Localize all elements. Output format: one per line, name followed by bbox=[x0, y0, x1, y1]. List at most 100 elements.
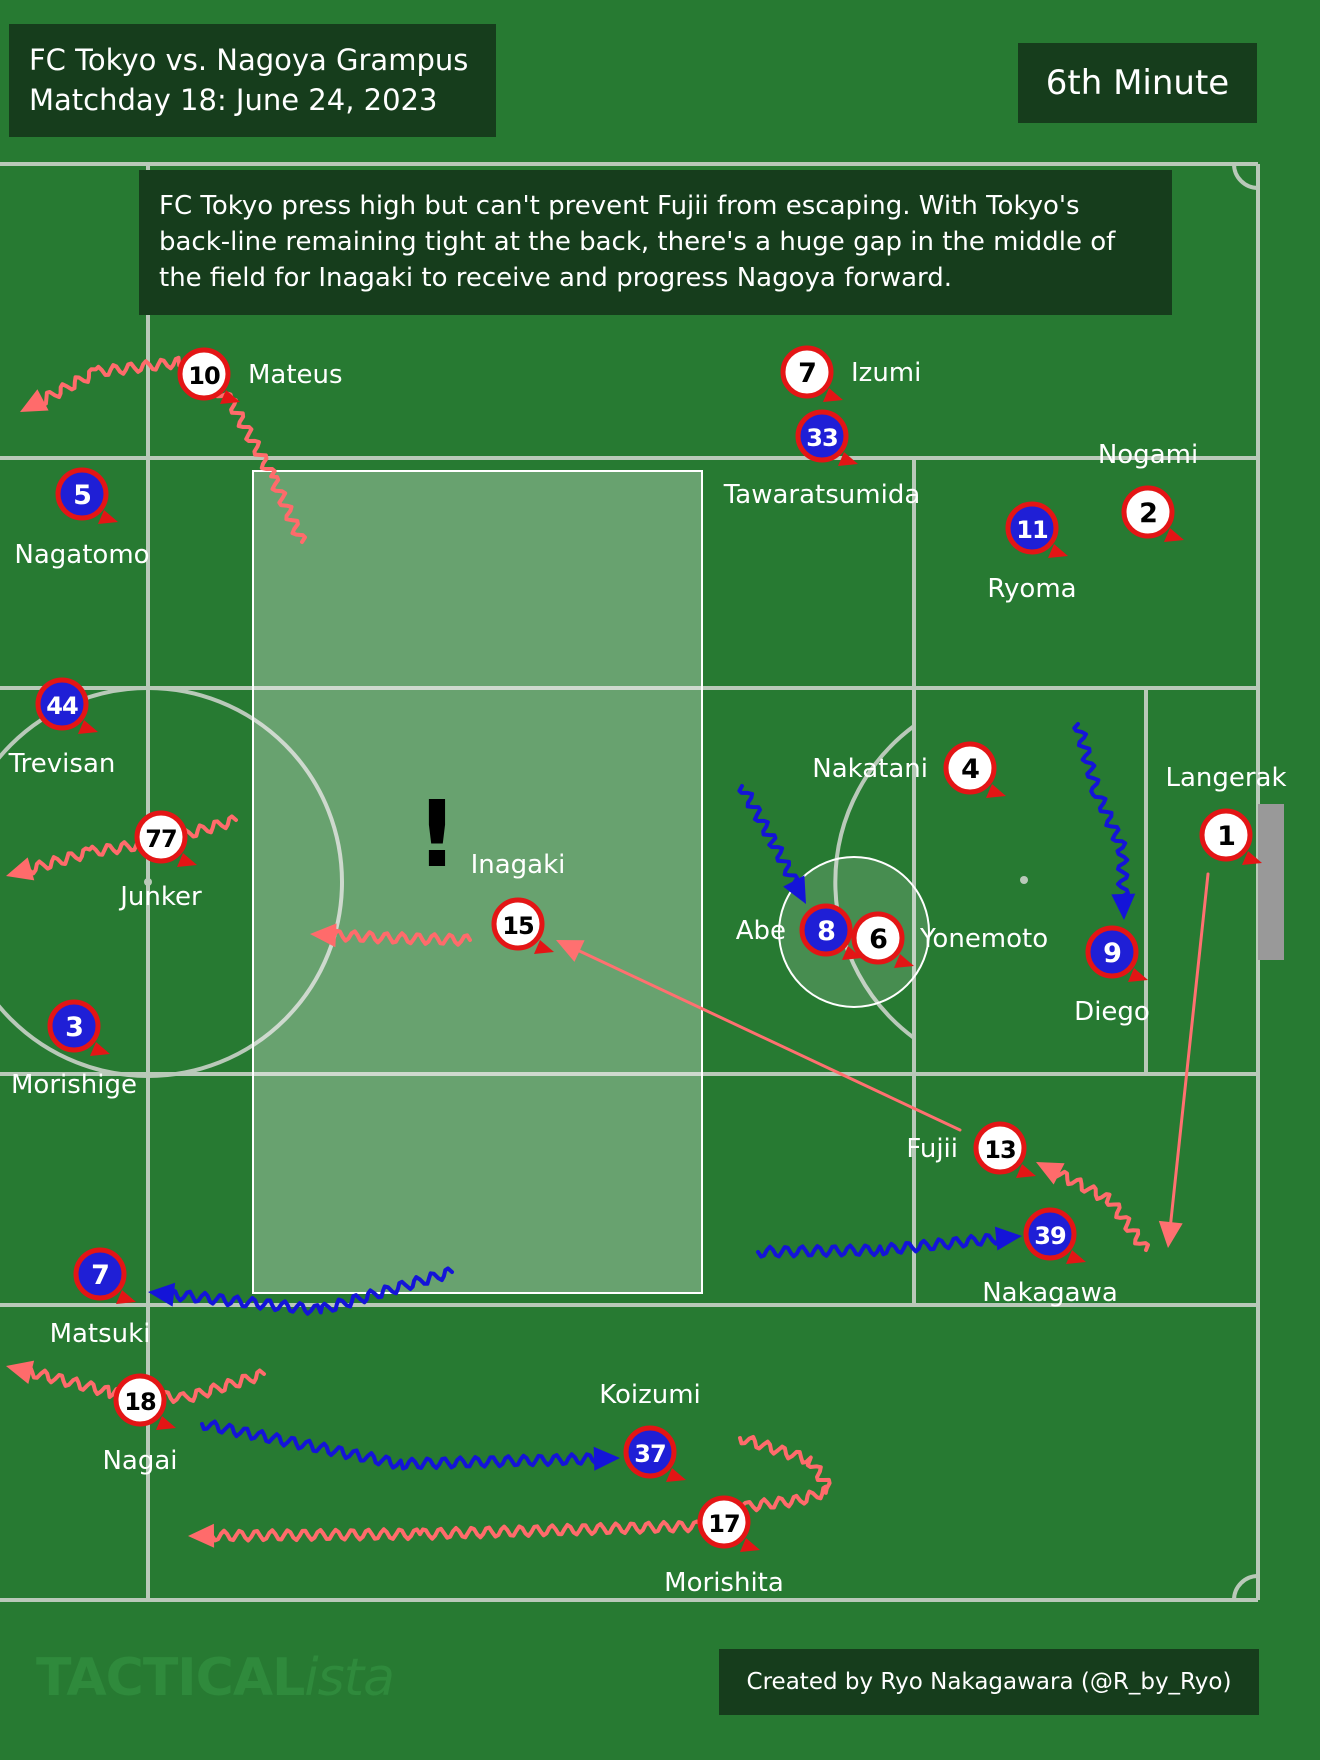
movement-arrowhead bbox=[6, 857, 35, 881]
corner-arc-top bbox=[1232, 163, 1259, 190]
player-name: Nakagawa bbox=[982, 1278, 1118, 1308]
movement-arrowhead bbox=[6, 1360, 35, 1384]
player-number: 6 bbox=[869, 924, 887, 955]
movement-line bbox=[1168, 872, 1210, 1232]
player-name: Morishige bbox=[11, 1070, 137, 1100]
player-facing-marker bbox=[666, 1468, 686, 1482]
player-facing-marker bbox=[986, 784, 1006, 798]
player-facing-marker bbox=[1016, 1164, 1036, 1178]
movement-line bbox=[756, 1231, 1006, 1259]
player-facing-marker bbox=[740, 1538, 760, 1552]
movement-line bbox=[325, 928, 472, 947]
player-number: 11 bbox=[1016, 516, 1048, 544]
player-marker bbox=[55, 467, 109, 521]
credit-box: Created by Ryo Nakagawara (@R_by_Ryo) bbox=[719, 1649, 1259, 1715]
player-marker bbox=[697, 1495, 751, 1549]
movement-line bbox=[200, 1419, 604, 1471]
movement-arrowhead bbox=[20, 389, 49, 412]
player-facing-marker bbox=[156, 1416, 176, 1430]
player-name: Abe bbox=[736, 916, 786, 946]
player-facing-marker bbox=[1242, 851, 1262, 865]
player-name: Mateus bbox=[248, 360, 343, 390]
movement-line bbox=[1051, 1166, 1150, 1252]
tokyo-run-arrow bbox=[1072, 722, 1136, 920]
match-title-box: FC Tokyo vs. Nagoya Grampus Matchday 18:… bbox=[9, 24, 496, 137]
player-marker bbox=[1121, 485, 1175, 539]
centre-spot bbox=[144, 878, 152, 886]
player-marker bbox=[113, 1373, 167, 1427]
player-name: Yonemoto bbox=[919, 924, 1048, 954]
movement-line bbox=[737, 784, 800, 892]
player-number: 3 bbox=[65, 1012, 83, 1043]
player-number: 13 bbox=[984, 1136, 1015, 1164]
player-facing-marker bbox=[1164, 528, 1184, 542]
player-nagoya-7: 7 Izumi bbox=[780, 345, 921, 402]
player-marker bbox=[795, 409, 849, 463]
player-name: Ryoma bbox=[987, 574, 1076, 604]
movement-line bbox=[204, 1434, 832, 1543]
player-number: 17 bbox=[708, 1510, 739, 1538]
player-name: Trevisan bbox=[8, 749, 116, 779]
movement-layer bbox=[6, 355, 1210, 1548]
gap-highlight-zone bbox=[252, 470, 703, 1294]
watermark-logo: TACTICALista bbox=[36, 1648, 395, 1708]
player-number: 7 bbox=[91, 1260, 109, 1291]
pitch-markings bbox=[0, 162, 1260, 1602]
player-name: Izumi bbox=[851, 358, 921, 388]
movement-arrowhead bbox=[310, 923, 337, 948]
pass-arrow bbox=[556, 940, 962, 1132]
player-facing-marker bbox=[1128, 968, 1148, 982]
player-name: Tawaratsumida bbox=[723, 480, 921, 510]
player-name: Inagaki bbox=[471, 850, 566, 880]
watermark-text-b: ista bbox=[304, 1648, 395, 1708]
tokyo-run-arrow bbox=[200, 1419, 620, 1471]
movement-line bbox=[570, 946, 962, 1132]
player-marker bbox=[35, 677, 89, 731]
player-marker bbox=[177, 347, 231, 401]
movement-arrowhead bbox=[148, 1282, 176, 1307]
player-name: Langerak bbox=[1165, 763, 1286, 793]
player-number: 37 bbox=[634, 1440, 665, 1468]
player-name: Matsuki bbox=[50, 1319, 151, 1349]
player-name: Nogami bbox=[1098, 440, 1198, 470]
player-number: 7 bbox=[798, 358, 816, 389]
movement-arrowhead bbox=[188, 1523, 215, 1548]
player-marker bbox=[1005, 501, 1059, 555]
player-marker bbox=[943, 741, 997, 795]
movement-arrowhead bbox=[593, 1446, 620, 1471]
player-facing-marker bbox=[1066, 1250, 1086, 1264]
player-marker bbox=[623, 1425, 677, 1479]
player-marker bbox=[851, 911, 905, 965]
player-name: Junker bbox=[118, 882, 202, 912]
player-number: 5 bbox=[73, 480, 91, 511]
player-number: 2 bbox=[1139, 498, 1157, 529]
movement-line bbox=[1072, 722, 1130, 905]
match-date: Matchday 18: June 24, 2023 bbox=[29, 83, 438, 117]
centre-circle bbox=[0, 686, 344, 1078]
player-name: Koizumi bbox=[599, 1380, 701, 1410]
player-number: 33 bbox=[806, 424, 837, 452]
penalty-spot bbox=[1020, 876, 1028, 884]
player-marker bbox=[47, 999, 101, 1053]
player-name: Nakatani bbox=[812, 754, 928, 784]
player-number: 15 bbox=[502, 912, 534, 940]
player-facing-marker bbox=[90, 1042, 110, 1056]
player-marker bbox=[134, 810, 188, 864]
movement-arrowhead bbox=[1111, 893, 1136, 920]
pass-arrow bbox=[1158, 872, 1210, 1248]
player-number: 39 bbox=[1034, 1222, 1066, 1250]
player-facing-marker bbox=[220, 390, 240, 404]
